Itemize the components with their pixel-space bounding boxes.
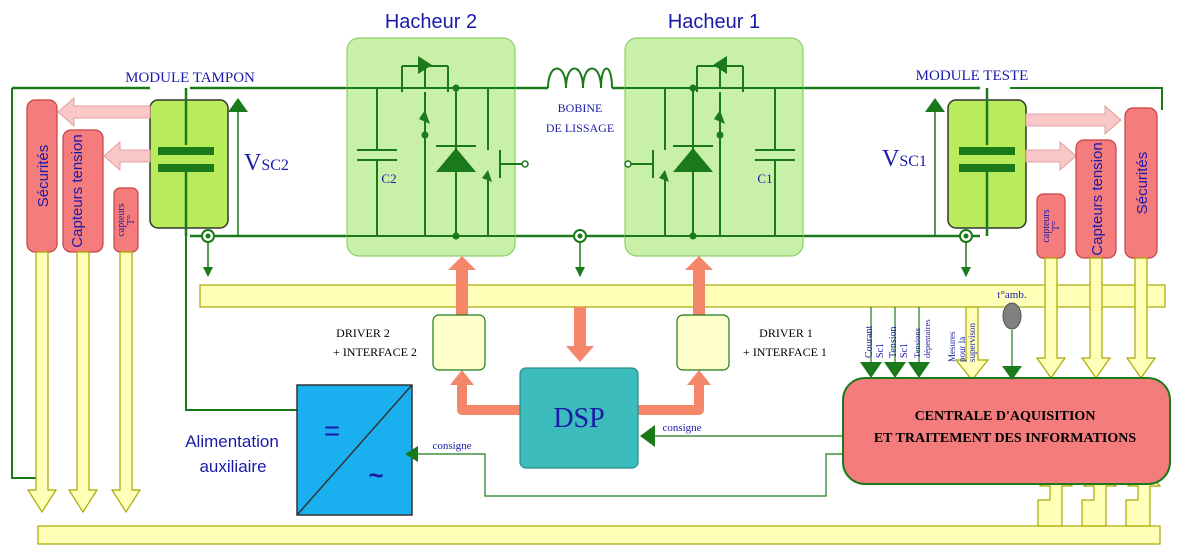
hacheur-1-title: Hacheur 1 — [668, 11, 760, 33]
svg-text:Tension: Tension — [888, 326, 899, 358]
module-tampon — [149, 88, 248, 243]
left-capteurs-temp-label: capteurs — [116, 203, 127, 236]
right-capteurs-tension-label: Capteurs tension — [1089, 142, 1106, 255]
module-tampon-title: MODULE TAMPON — [125, 70, 255, 86]
consigne-dsp-label: consigne — [662, 422, 701, 434]
driver-1-label-1: DRIVER 1 — [759, 326, 813, 340]
measurement-bus — [199, 284, 1166, 308]
measurement-arrow — [954, 306, 990, 381]
left-capteurs-tension-block: Capteurs tension — [62, 129, 104, 253]
driver-2-box — [432, 314, 486, 371]
left-capteurs-temp-label2: T° — [126, 215, 137, 225]
driver-2-label-1: DRIVER 2 — [336, 326, 390, 340]
ambient-temp-sensor — [1002, 302, 1022, 330]
hacheur-1 — [624, 37, 804, 257]
right-capteurs-tension-block: Capteurs tension — [1075, 139, 1117, 259]
central-title-line1: CENTRALE D'AQUISITION — [915, 409, 1096, 424]
central-acquisition-block — [842, 377, 1171, 485]
dsp-label: DSP — [553, 403, 604, 434]
right-capteurs-temp-label2: T° — [1051, 221, 1062, 231]
left-capteurs-temp-block: capteurs T° — [113, 187, 139, 253]
driver-1-label-2: + INTERFACE 1 — [743, 345, 827, 359]
module-teste-title: MODULE TESTE — [916, 68, 1029, 84]
driver-2-label-2: + INTERFACE 2 — [333, 345, 417, 359]
module-teste — [925, 88, 1027, 243]
left-capteurs-tension-label: Capteurs tension — [69, 134, 86, 247]
svg-text:Mesures: Mesures — [947, 331, 957, 362]
left-securites-label: Sécurités — [35, 145, 52, 208]
auxiliary-supply: = ~ — [296, 384, 413, 516]
right-capteurs-temp-label: capteurs — [1041, 209, 1052, 242]
left-securites-block: Sécurités — [26, 99, 58, 253]
c2-label: C2 — [381, 171, 396, 186]
aux-label-2: auxiliaire — [199, 457, 266, 476]
dsp-to-drivers — [457, 382, 704, 415]
dsp-block — [519, 367, 639, 469]
central-title-line2: ET TRAITEMENT DES INFORMATIONS — [874, 431, 1137, 446]
hacheur-2-title: Hacheur 2 — [385, 11, 477, 33]
svg-text:Sc1: Sc1 — [899, 343, 910, 358]
right-securites-block: Sécurités — [1124, 107, 1158, 259]
svg-text:dépentaires: dépentaires — [922, 319, 932, 358]
bottom-bus — [37, 525, 1161, 545]
svg-text:supervison: supervison — [967, 323, 977, 362]
left-bus-arrows — [26, 251, 142, 514]
ambient-temp-label: t°amb. — [997, 289, 1026, 301]
aux-label-1: Alimentation — [185, 432, 279, 451]
svg-text:pour la: pour la — [957, 337, 967, 362]
svg-text:Tensions: Tensions — [912, 328, 922, 358]
consigne-aux-label: consigne — [432, 440, 471, 452]
bobine-label-1: BOBINE — [558, 101, 603, 115]
drive-arrows — [448, 256, 713, 362]
svg-text:Courant: Courant — [864, 326, 875, 358]
right-central-arrows — [1035, 257, 1157, 380]
smoothing-inductor — [547, 67, 613, 89]
vsc2-label: VSC2 — [244, 150, 289, 176]
c1-label: C1 — [757, 171, 772, 186]
measurement-labels: Courant Sc1 Tension Sc1 Tensions dépenta… — [864, 319, 977, 362]
svg-text:~: ~ — [368, 460, 383, 490]
bobine-label-2: DE LISSAGE — [546, 121, 614, 135]
right-capteurs-temp-block: capteurs T° — [1036, 193, 1066, 259]
svg-text:=: = — [324, 415, 340, 446]
svg-text:Sc1: Sc1 — [875, 343, 886, 358]
module-to-sensors-arrows — [57, 96, 1122, 172]
vsc1-label: VSC1 — [882, 146, 927, 172]
hacheur-2 — [346, 37, 529, 257]
right-securites-label: Sécurités — [1134, 152, 1151, 215]
driver-1-box — [676, 314, 730, 371]
